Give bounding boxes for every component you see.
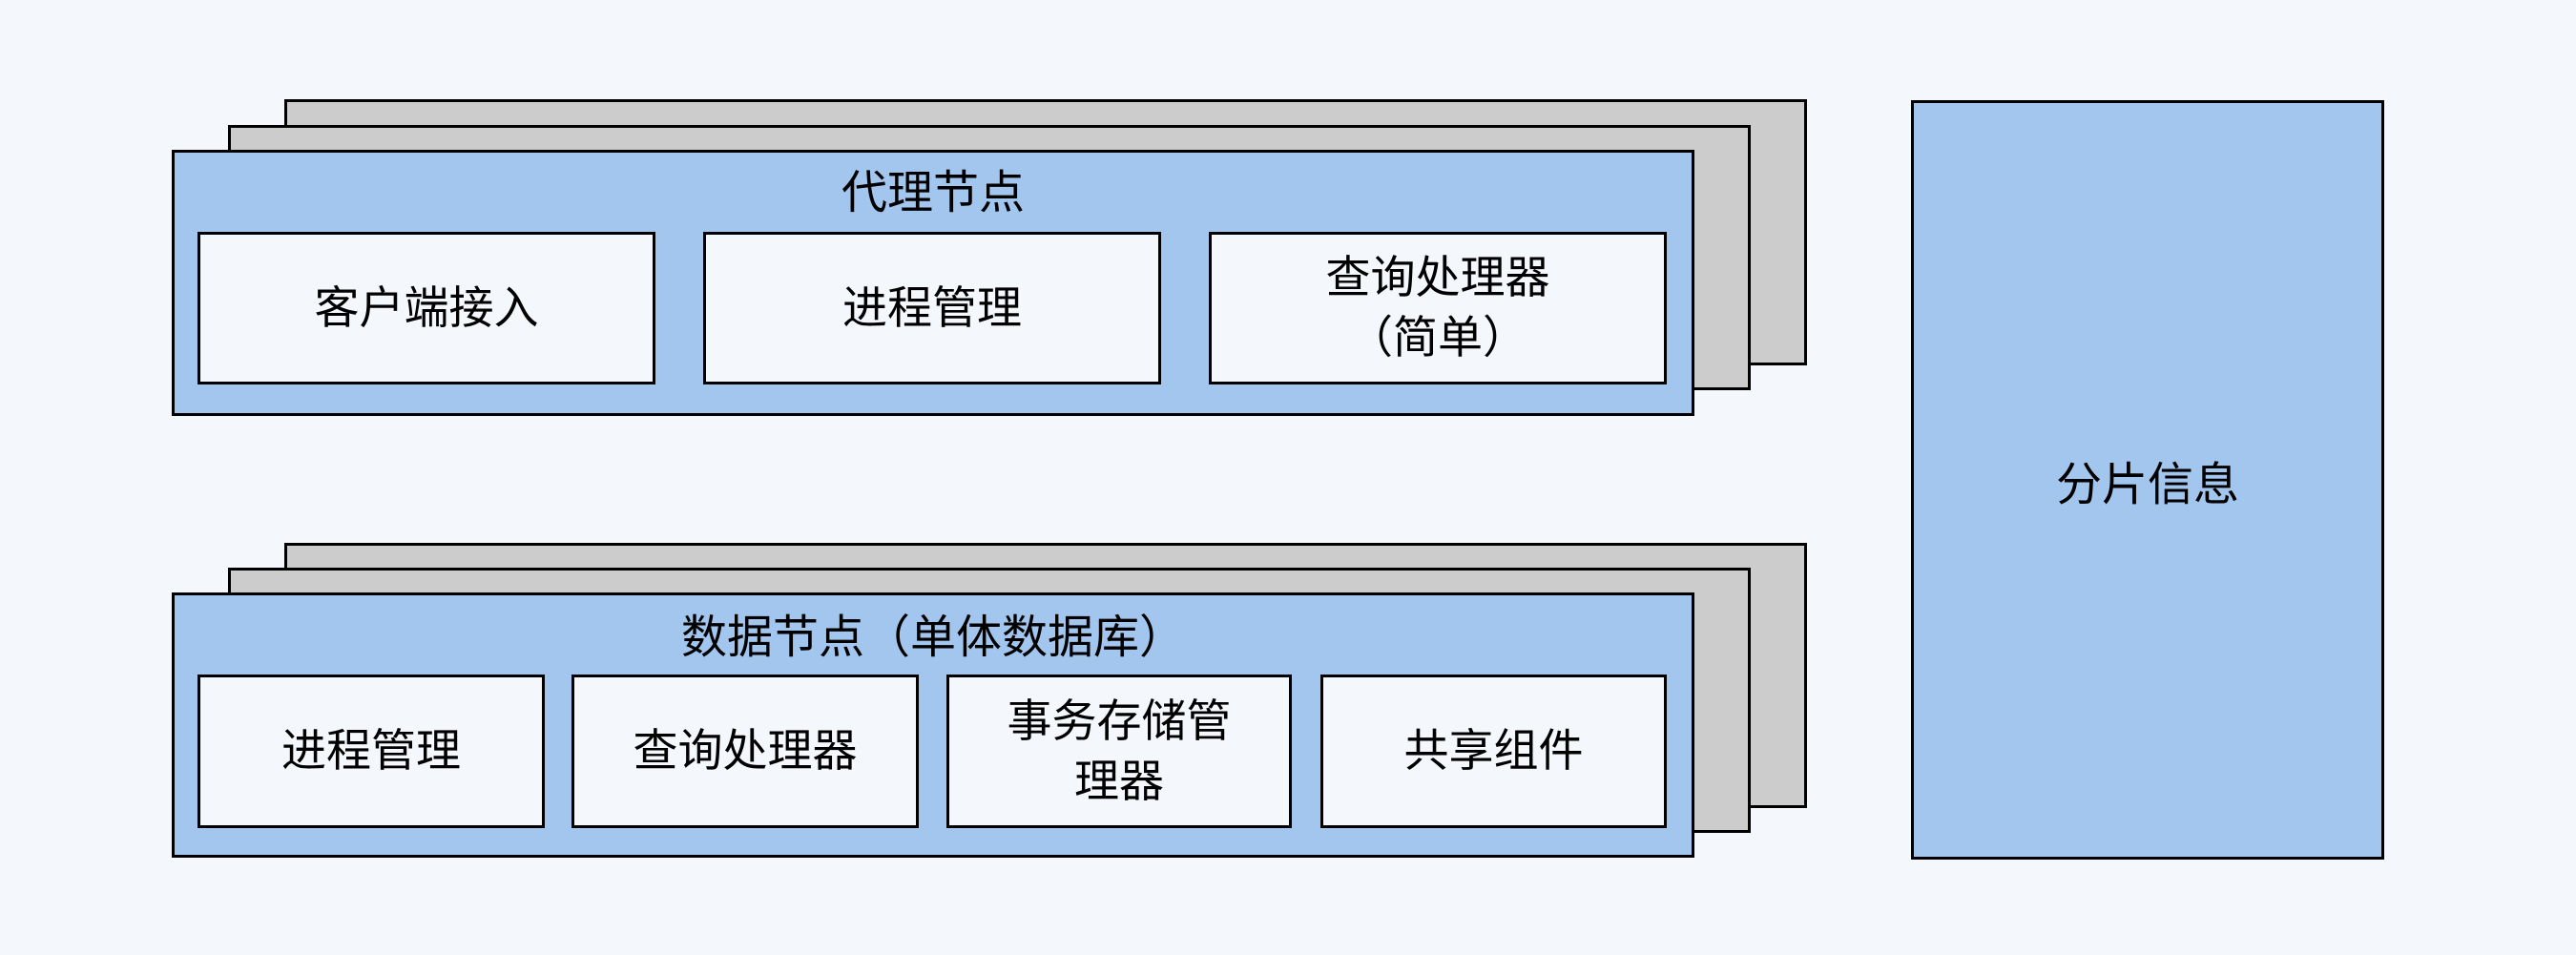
component-label-sub: （简单） bbox=[1348, 312, 1527, 364]
component-label: 共享组件 bbox=[1403, 725, 1584, 778]
shard-info: 分片信息 bbox=[1911, 100, 2384, 860]
proxy-component-query-processor: 查询处理器 （简单） bbox=[1209, 232, 1667, 384]
proxy-component-process-management: 进程管理 bbox=[703, 232, 1161, 384]
proxy-node-title: 代理节点 bbox=[841, 166, 1025, 219]
data-component-query-processor: 查询处理器 bbox=[571, 675, 919, 828]
proxy-component-client-access: 客户端接入 bbox=[197, 232, 655, 384]
component-label: 查询处理器 bbox=[1325, 252, 1550, 304]
shard-info-label: 分片信息 bbox=[2055, 458, 2239, 511]
component-label: 客户端接入 bbox=[314, 281, 539, 335]
component-label-sub: 理器 bbox=[1074, 755, 1164, 808]
component-label: 进程管理 bbox=[842, 281, 1022, 335]
data-component-process-management: 进程管理 bbox=[197, 675, 545, 828]
component-label: 查询处理器 bbox=[633, 725, 858, 778]
data-node-title: 数据节点（单体数据库） bbox=[680, 611, 1185, 664]
data-component-transaction-storage-manager: 事务存储管 理器 bbox=[946, 675, 1292, 828]
data-component-shared-components: 共享组件 bbox=[1320, 675, 1667, 828]
component-label: 进程管理 bbox=[281, 725, 461, 778]
component-label: 事务存储管 bbox=[1007, 695, 1232, 748]
